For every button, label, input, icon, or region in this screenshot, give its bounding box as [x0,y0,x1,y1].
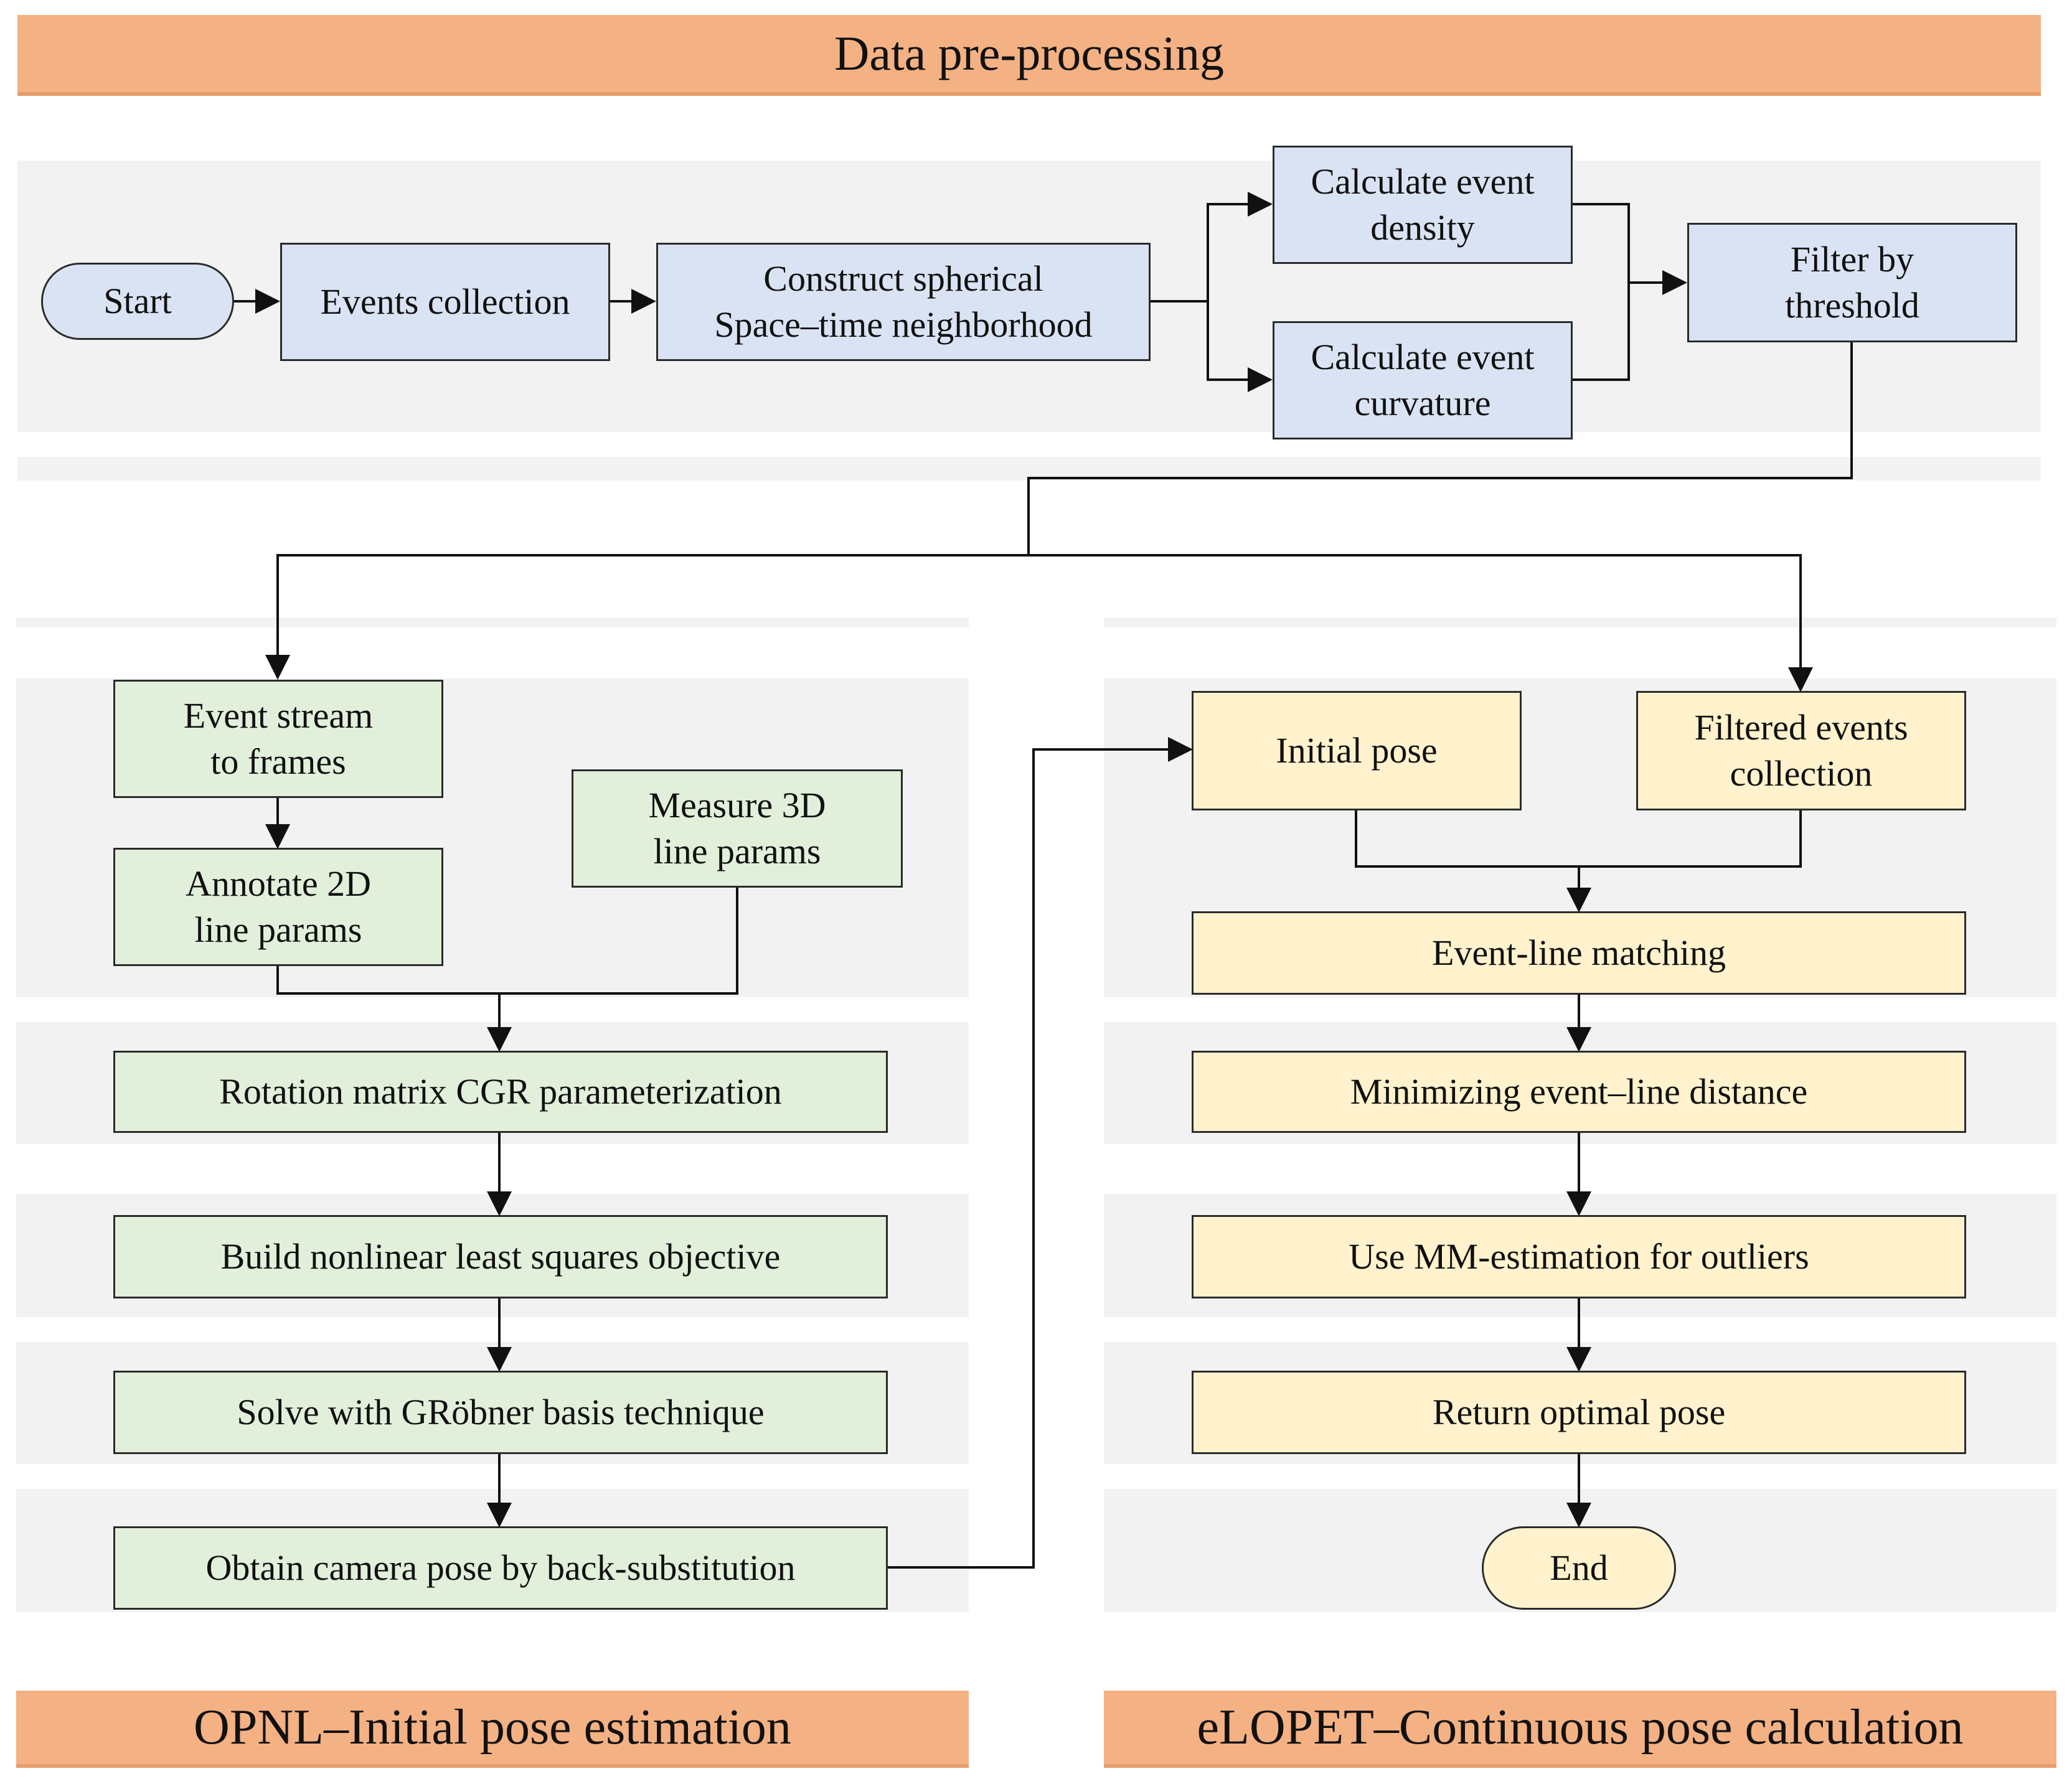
line-filter-down [1027,342,1853,555]
opnl-title: OPNL–Initial pose estimation [16,1691,969,1768]
filtered-events-node: Filtered events collection [1636,691,1966,810]
elopet-band-top-strip [1104,617,2056,627]
arrow-to-curvature [1207,301,1273,392]
events-collection-node: Events collection [280,243,610,361]
line-annotate-merge [276,888,738,995]
start-node: Start [41,263,234,340]
elopet-title: eLOPET–Continuous pose calculation [1104,1691,2056,1768]
arrow-to-stream-frames [265,554,1029,680]
event-line-matching-node: Event-line matching [1192,911,1966,995]
return-pose-node: Return optimal pose [1192,1371,1966,1454]
minimize-distance-node: Minimizing event–line distance [1192,1051,1966,1133]
annotate-2d-node: Annotate 2D line params [113,848,443,966]
arrow-obtain-to-initial [887,737,1193,1569]
line-density-merge [1571,203,1630,381]
end-node: End [1482,1526,1676,1610]
arrow-to-density [1207,192,1273,301]
filter-threshold-node: Filter by threshold [1687,223,2017,342]
solve-grobner-node: Solve with GRöbner basis technique [113,1371,888,1454]
initial-pose-node: Initial pose [1192,691,1522,810]
event-density-node: Calculate event density [1273,146,1573,264]
mm-estimation-node: Use MM-estimation for outliers [1192,1215,1966,1298]
obtain-pose-node: Obtain camera pose by back-substitution [113,1526,888,1610]
build-objective-node: Build nonlinear least squares objective [113,1215,888,1298]
opnl-band-top-strip [16,617,969,627]
rotation-cgr-node: Rotation matrix CGR parameterization [113,1051,888,1133]
preprocessing-band-strip [17,457,2041,481]
preprocessing-title: Data pre-processing [17,15,2041,96]
line-initial-merge [1355,809,1802,868]
arrow-to-filtered-events [1029,554,1813,692]
stream-to-frames-node: Event stream to frames [113,680,443,798]
event-curvature-node: Calculate event curvature [1273,321,1573,439]
measure-3d-node: Measure 3D line params [572,769,903,888]
construct-neighborhood-node: Construct spherical Space–time neighborh… [656,243,1151,361]
